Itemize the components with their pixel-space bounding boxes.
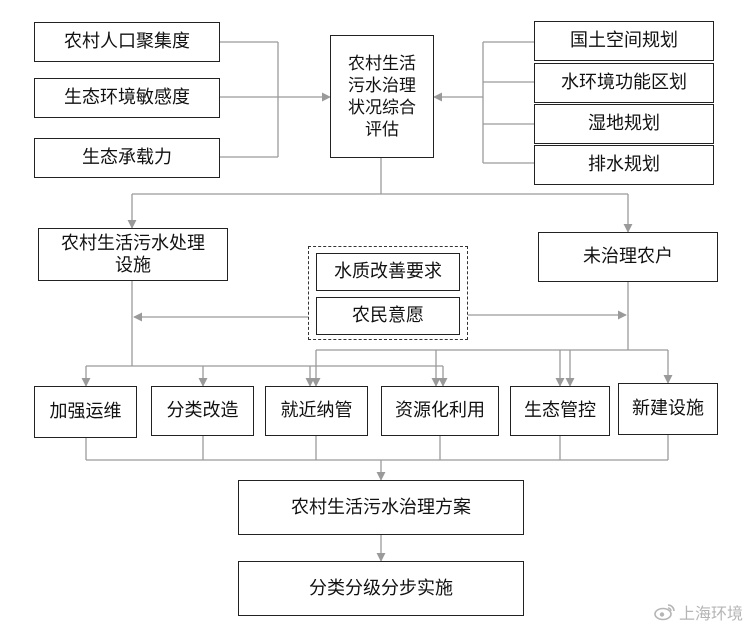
node-drainage-planning: 排水规划 xyxy=(534,145,714,185)
watermark: 上海环境 xyxy=(654,600,743,624)
node-assessment: 农村生活污水治理状况综合评估 xyxy=(330,35,434,158)
node-classified-renovation: 分类改造 xyxy=(151,386,254,436)
node-eco-control: 生态管控 xyxy=(510,386,610,436)
node-wetland-planning: 湿地规划 xyxy=(534,104,714,144)
node-nearby-pipe: 就近纳管 xyxy=(265,386,368,436)
node-untreated-households: 未治理农户 xyxy=(538,232,718,282)
node-treatment-plan: 农村生活污水治理方案 xyxy=(238,480,524,535)
node-implementation: 分类分级分步实施 xyxy=(238,561,524,616)
node-water-quality: 水质改善要求 xyxy=(316,253,460,291)
node-treatment-facility: 农村生活污水处理设施 xyxy=(38,228,228,281)
node-land-planning: 国土空间规划 xyxy=(534,21,714,61)
watermark-text: 上海环境 xyxy=(679,604,744,623)
node-water-zoning: 水环境功能区划 xyxy=(534,63,714,103)
node-resource-use: 资源化利用 xyxy=(381,386,499,436)
node-strengthen-om: 加强运维 xyxy=(34,386,137,438)
node-eco-sensitivity: 生态环境敏感度 xyxy=(34,78,220,118)
node-farmer-will: 农民意愿 xyxy=(316,297,460,335)
requirements-group xyxy=(308,246,468,340)
node-rural-population: 农村人口聚集度 xyxy=(34,22,220,62)
node-eco-capacity: 生态承载力 xyxy=(34,138,220,178)
node-new-facility: 新建设施 xyxy=(618,383,718,435)
weibo-icon xyxy=(654,604,675,621)
